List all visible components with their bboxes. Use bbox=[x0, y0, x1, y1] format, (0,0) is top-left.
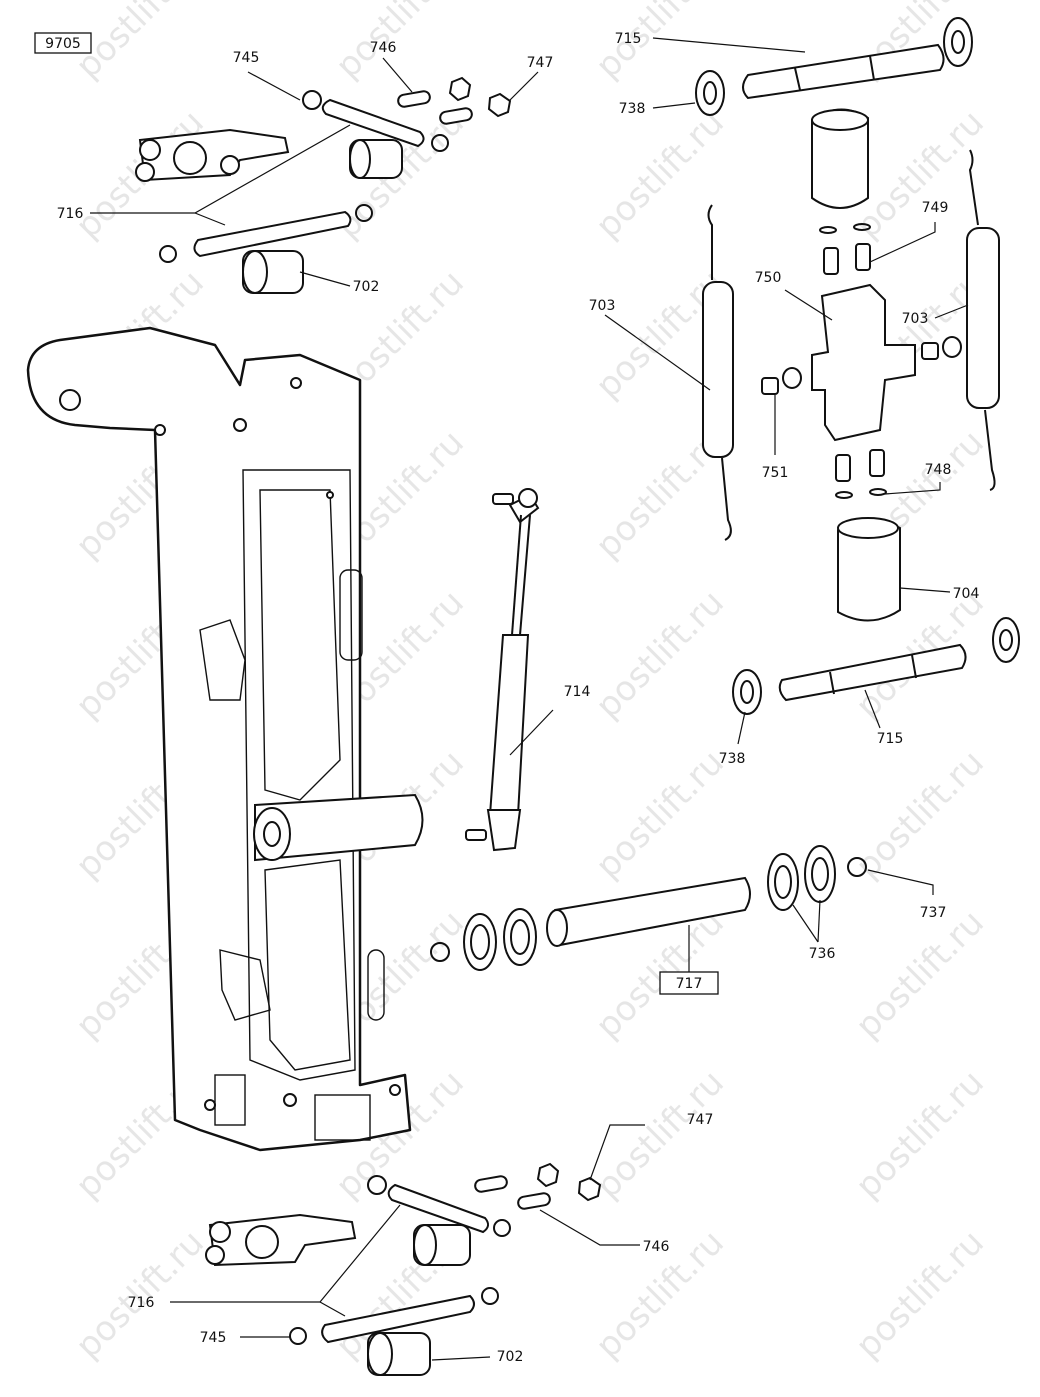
label-745-bottom: 745 bbox=[200, 1330, 227, 1346]
label-714: 714 bbox=[564, 684, 591, 700]
label-745-top: 745 bbox=[233, 50, 260, 66]
label-738-top: 738 bbox=[619, 101, 646, 117]
label-738-bottom: 738 bbox=[719, 751, 746, 767]
main-frame bbox=[26, 326, 424, 1152]
part-labels: 745 746 747 716 702 715 738 749 750 703 … bbox=[57, 31, 980, 1365]
label-703-left: 703 bbox=[589, 298, 616, 314]
label-747-top: 747 bbox=[527, 55, 554, 71]
watermark-text: postlift.ru bbox=[588, 1063, 732, 1207]
gas-spring-714 bbox=[465, 488, 540, 852]
watermark-text: postlift.ru bbox=[588, 583, 732, 727]
label-747-bottom: 747 bbox=[687, 1112, 714, 1128]
watermark-text: postlift.ru bbox=[848, 1223, 992, 1367]
watermark-text: postlift.ru bbox=[848, 1063, 992, 1207]
label-716-bottom: 716 bbox=[128, 1295, 155, 1311]
top-left-hardware bbox=[135, 76, 512, 294]
label-749: 749 bbox=[922, 200, 949, 216]
right-top-assembly bbox=[695, 17, 1020, 715]
watermark-text: postlift.ru bbox=[848, 743, 992, 887]
label-736: 736 bbox=[809, 946, 836, 962]
label-751: 751 bbox=[762, 465, 789, 481]
watermark-text: postlift.ru bbox=[848, 903, 992, 1047]
bottom-hardware bbox=[205, 1162, 602, 1376]
label-737: 737 bbox=[920, 905, 947, 921]
label-702-bottom: 702 bbox=[497, 1349, 524, 1365]
label-704: 704 bbox=[953, 586, 980, 602]
shaft-717-assembly: 717 bbox=[430, 845, 867, 995]
label-748: 748 bbox=[925, 462, 952, 478]
label-746-bottom: 746 bbox=[643, 1239, 670, 1255]
label-715-bottom: 715 bbox=[877, 731, 904, 747]
label-702-top: 702 bbox=[353, 279, 380, 295]
shaft-717-label: 717 bbox=[676, 976, 703, 992]
label-715-top: 715 bbox=[615, 31, 642, 47]
watermark-text: postlift.ru bbox=[588, 103, 732, 247]
label-750: 750 bbox=[755, 270, 782, 286]
label-746-top: 746 bbox=[370, 40, 397, 56]
watermark-text: postlift.ru bbox=[328, 0, 472, 86]
watermark-text: postlift.ru bbox=[588, 743, 732, 887]
leader-lines bbox=[90, 37, 969, 1361]
diagram-code: 9705 bbox=[45, 36, 81, 52]
label-716-top: 716 bbox=[57, 206, 84, 222]
diagram-code-box: 9705 bbox=[34, 32, 92, 54]
label-703-right: 703 bbox=[902, 311, 929, 327]
